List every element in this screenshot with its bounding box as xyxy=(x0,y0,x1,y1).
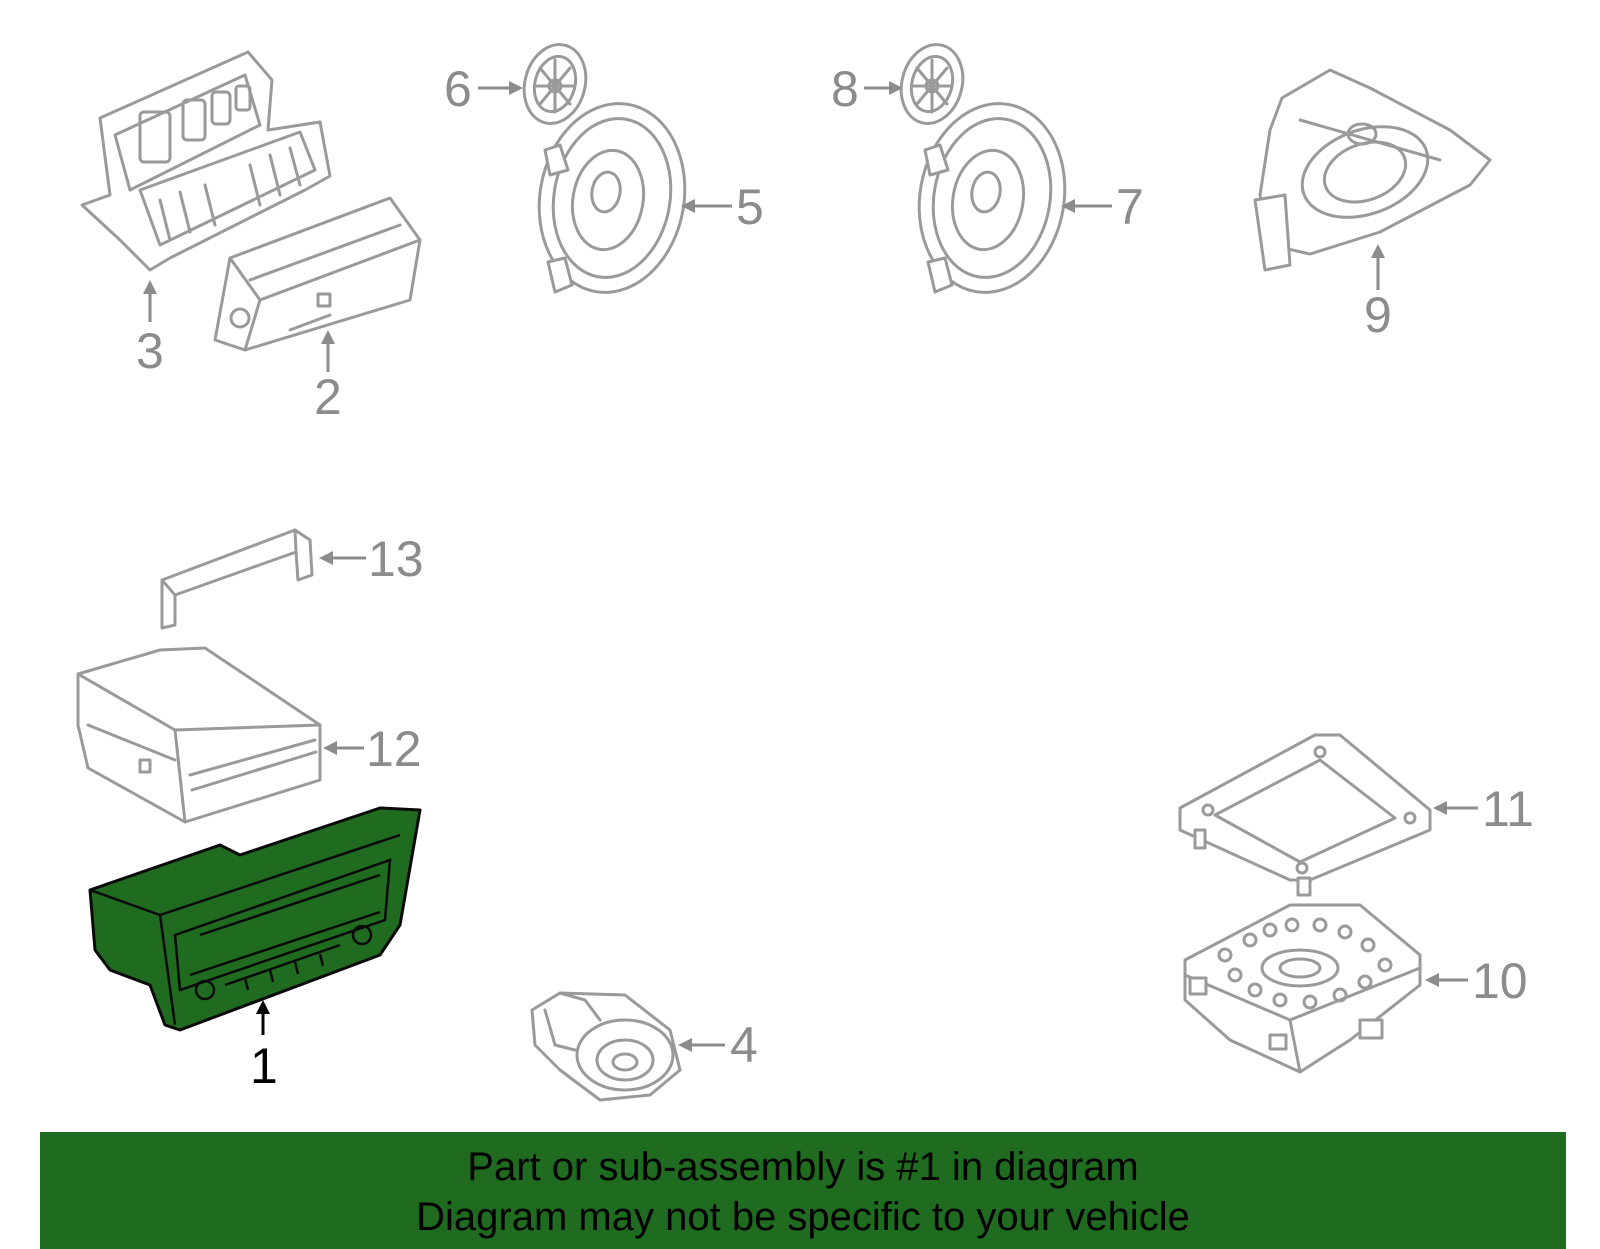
part-10-subwoofer[interactable] xyxy=(1183,903,1422,1074)
part-8-tweeter[interactable] xyxy=(893,38,972,131)
callout-8-label: 8 xyxy=(831,61,859,117)
callout-1: 1 xyxy=(250,1000,278,1094)
callout-9-label: 9 xyxy=(1364,287,1392,343)
part-11-plate[interactable] xyxy=(1178,733,1432,897)
part-7-speaker[interactable] xyxy=(905,92,1080,304)
part-13-bracket[interactable] xyxy=(160,528,314,630)
callout-9: 9 xyxy=(1364,244,1392,343)
callout-10-label: 10 xyxy=(1472,953,1528,1009)
callout-13: 13 xyxy=(319,531,424,587)
part-12-cd-unit[interactable] xyxy=(76,646,322,824)
part-6-tweeter[interactable] xyxy=(516,38,595,131)
callout-12: 12 xyxy=(323,721,422,777)
callout-2: 2 xyxy=(314,330,342,425)
callout-1-label: 1 xyxy=(250,1038,278,1094)
callout-4-label: 4 xyxy=(730,1017,758,1073)
callout-8: 8 xyxy=(831,61,903,117)
callout-13-label: 13 xyxy=(368,531,424,587)
info-banner: Part or sub-assembly is #1 in diagram Di… xyxy=(40,1132,1566,1249)
banner-line-2: Diagram may not be specific to your vehi… xyxy=(416,1195,1190,1239)
callout-5: 5 xyxy=(681,179,764,235)
part-9-speaker-housing[interactable] xyxy=(1253,68,1492,272)
callout-11-label: 11 xyxy=(1482,781,1534,837)
callout-6-label: 6 xyxy=(444,61,472,117)
callout-7-label: 7 xyxy=(1116,179,1144,235)
part-4-small-speaker[interactable] xyxy=(530,991,682,1102)
callout-4: 4 xyxy=(678,1017,758,1073)
callout-3: 3 xyxy=(136,280,164,379)
part-2-module[interactable] xyxy=(213,196,422,352)
callout-10: 10 xyxy=(1425,953,1528,1009)
callout-6: 6 xyxy=(444,61,523,117)
part-3-bracket[interactable] xyxy=(80,50,332,272)
callout-11: 11 xyxy=(1433,781,1534,837)
part-5-speaker[interactable] xyxy=(525,92,700,304)
banner-line-1: Part or sub-assembly is #1 in diagram xyxy=(467,1145,1139,1189)
callout-7: 7 xyxy=(1061,179,1144,235)
callout-5-label: 5 xyxy=(736,179,764,235)
callout-12-label: 12 xyxy=(366,721,422,777)
callout-2-label: 2 xyxy=(314,369,342,425)
callout-3-label: 3 xyxy=(136,323,164,379)
part-1-control-unit[interactable] xyxy=(88,806,422,1032)
